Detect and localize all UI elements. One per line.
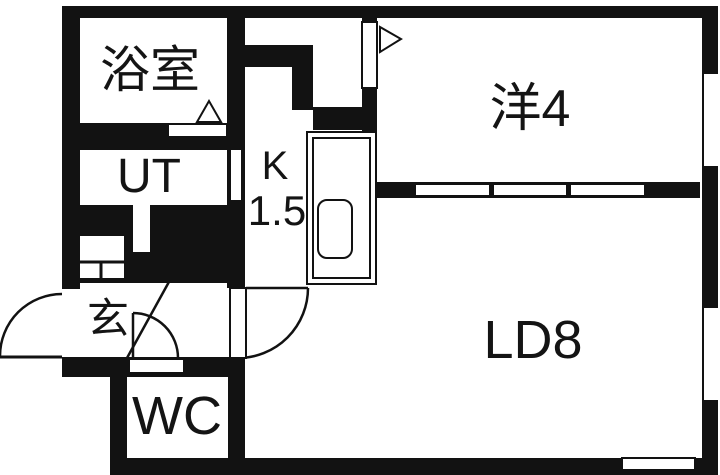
utility-door-niche [133, 205, 150, 252]
room-label-living: LD8 [483, 310, 582, 370]
wall-ut-bottom [80, 205, 227, 230]
wall-western-left-stub [362, 18, 377, 23]
sliding-panel-2 [492, 183, 568, 197]
windows [621, 74, 720, 471]
western-door-triangle-icon [379, 25, 403, 54]
kitchen-sink [317, 199, 353, 259]
sliding-door-panels [414, 183, 646, 197]
room-label-utility: UT [117, 150, 181, 203]
wc-door [130, 311, 183, 372]
window-bottom [621, 457, 696, 471]
bath-door-sill [167, 123, 228, 138]
room-label-western: 洋4 [490, 80, 571, 138]
western-door-sill [361, 21, 378, 89]
room-label-kitchen: K [262, 144, 289, 188]
wall-bath-kitchen [227, 18, 245, 150]
wall-hall-kitchen [227, 200, 245, 288]
wall-top [62, 6, 718, 18]
wc-door-sill [130, 360, 183, 372]
living-door-arc [237, 287, 310, 360]
sliding-panel-1 [414, 183, 491, 197]
wc-door-arc [132, 311, 180, 359]
living-door [229, 286, 310, 360]
window-right-top [704, 74, 720, 166]
room-label-entrance: 玄 [87, 295, 129, 342]
living-door-leaf [229, 287, 247, 359]
wall-wc-right [228, 357, 245, 458]
wall-wc-left [110, 377, 127, 458]
room-label-toilet: WC [132, 386, 222, 446]
wall-bottom [110, 458, 718, 475]
room-labels: 浴室 UT K 1.5 洋4 LD8 玄 WC [87, 42, 583, 446]
entrance-door [0, 292, 63, 359]
wall-closet-arm-lower [313, 107, 362, 130]
western-room-door-marker [361, 21, 403, 89]
bath-door-triangle-icon [195, 98, 223, 123]
sliding-panel-3 [569, 183, 646, 197]
wall-closet-vertical [292, 45, 313, 110]
wall-ut-kitchen-jamb-right [241, 150, 245, 200]
kitchen-counter [306, 131, 377, 285]
wall-left [62, 18, 80, 289]
entrance-door-arc [0, 292, 63, 357]
window-right-bottom [704, 308, 720, 400]
room-label-bath: 浴室 [100, 42, 200, 98]
bath-door-marker [167, 98, 228, 138]
room-size-kitchen: 1.5 [248, 187, 306, 234]
wall-ut-kitchen-jamb-left [227, 150, 231, 200]
shoe-cabinet [80, 236, 124, 278]
